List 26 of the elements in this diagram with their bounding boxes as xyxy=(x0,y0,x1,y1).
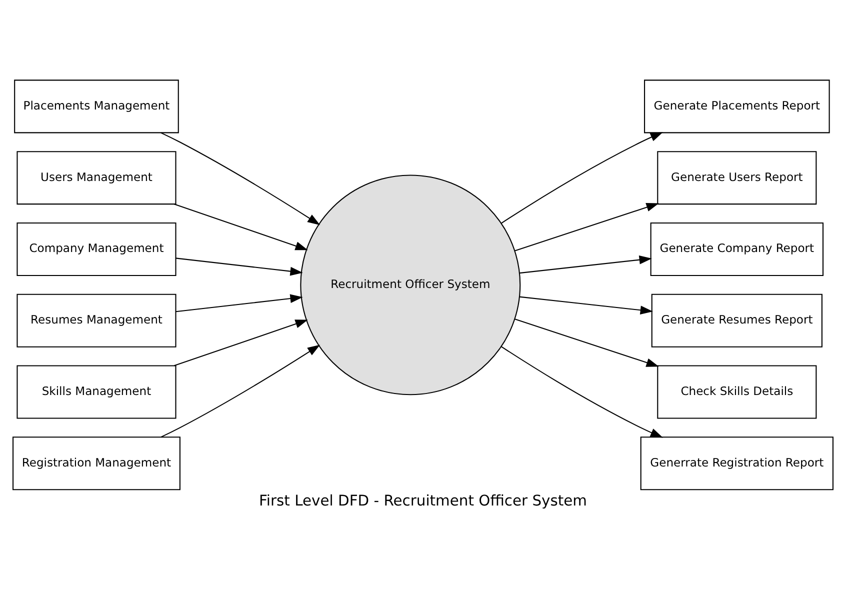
arrow xyxy=(514,318,659,366)
arrow xyxy=(514,202,659,251)
arrow xyxy=(176,257,303,276)
arrow xyxy=(160,344,320,438)
arrow xyxy=(174,319,308,366)
node-box: Users Management xyxy=(16,150,176,204)
arrow xyxy=(174,203,308,250)
arrow xyxy=(501,346,664,438)
diagram-title: First Level DFD - Recruitment Officer System xyxy=(259,492,587,510)
node-box: Generrate Registration Report xyxy=(640,436,834,490)
arrow xyxy=(519,254,652,274)
arrow xyxy=(160,132,320,225)
node-box: Generate Users Report xyxy=(657,150,817,204)
node-box: Placements Management xyxy=(14,79,179,133)
arrow xyxy=(519,296,653,314)
node-box: Skills Management xyxy=(16,364,176,418)
node-box: Check Skills Details xyxy=(657,364,817,418)
arrow xyxy=(501,132,664,224)
node-box: Registration Management xyxy=(12,436,180,490)
node-box: Generate Placements Report xyxy=(644,79,830,133)
node-box: Company Management xyxy=(16,222,176,276)
node-box: Generate Resumes Report xyxy=(651,293,822,347)
node-box: Generate Company Report xyxy=(650,222,824,276)
node-box: Resumes Management xyxy=(16,293,176,347)
node-circle: Recruitment Officer System xyxy=(300,174,521,395)
arrow xyxy=(176,294,303,312)
